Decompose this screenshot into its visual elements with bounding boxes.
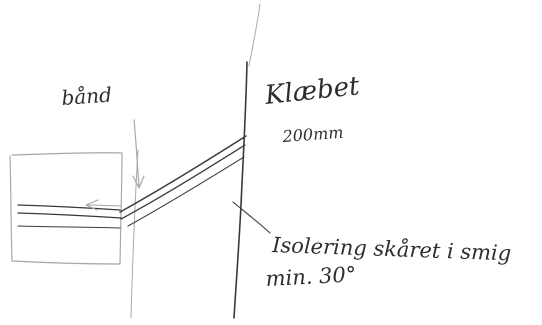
insulation-note-line1: Isolering skåret i smig — [271, 233, 512, 265]
left-block — [9, 152, 123, 265]
insulation-note-line2: min. 30° — [265, 262, 357, 291]
note-pointer — [232, 201, 271, 234]
wall-line-top-faint — [248, 3, 261, 67]
sloped-insulation — [119, 135, 247, 227]
band-label: bånd — [61, 83, 113, 110]
outer-surface-line — [130, 149, 139, 319]
wall-line — [233, 61, 248, 319]
klaebet-label: Klæbet — [263, 71, 362, 111]
band-arrow — [85, 119, 145, 211]
length-label: 200mm — [281, 123, 344, 146]
